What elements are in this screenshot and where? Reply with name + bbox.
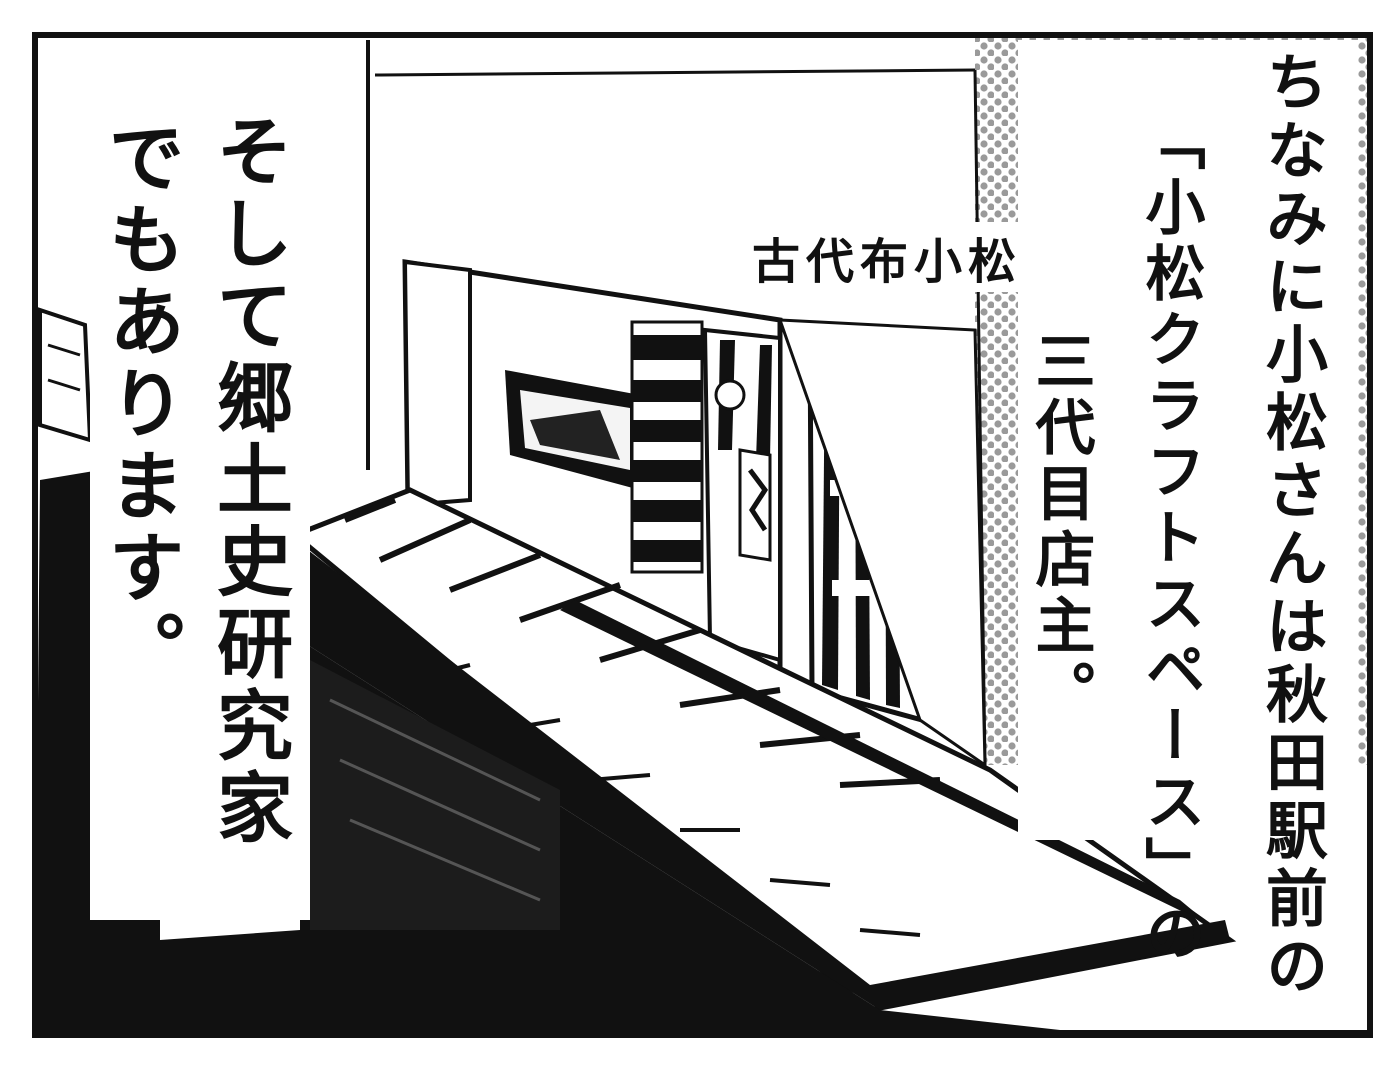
storefront — [402, 259, 987, 768]
caption-right-col2: 「小松クラフトスペース」の — [1135, 110, 1205, 968]
panel-border — [32, 32, 1373, 1038]
caption-right-col3: 三代目店主。 — [1025, 330, 1095, 726]
caption-right-col1: ちなみに小松さんは秋田駅前の — [1255, 50, 1328, 1002]
caption-right — [1018, 40, 1358, 840]
shop-sign: 古代布小松 — [748, 222, 1027, 292]
curb — [295, 540, 1230, 1010]
caption-left-col1: そして郷土史研究家 — [204, 112, 293, 850]
caption-left-col2: でもあります。 — [96, 118, 185, 692]
caption-left — [90, 100, 310, 920]
